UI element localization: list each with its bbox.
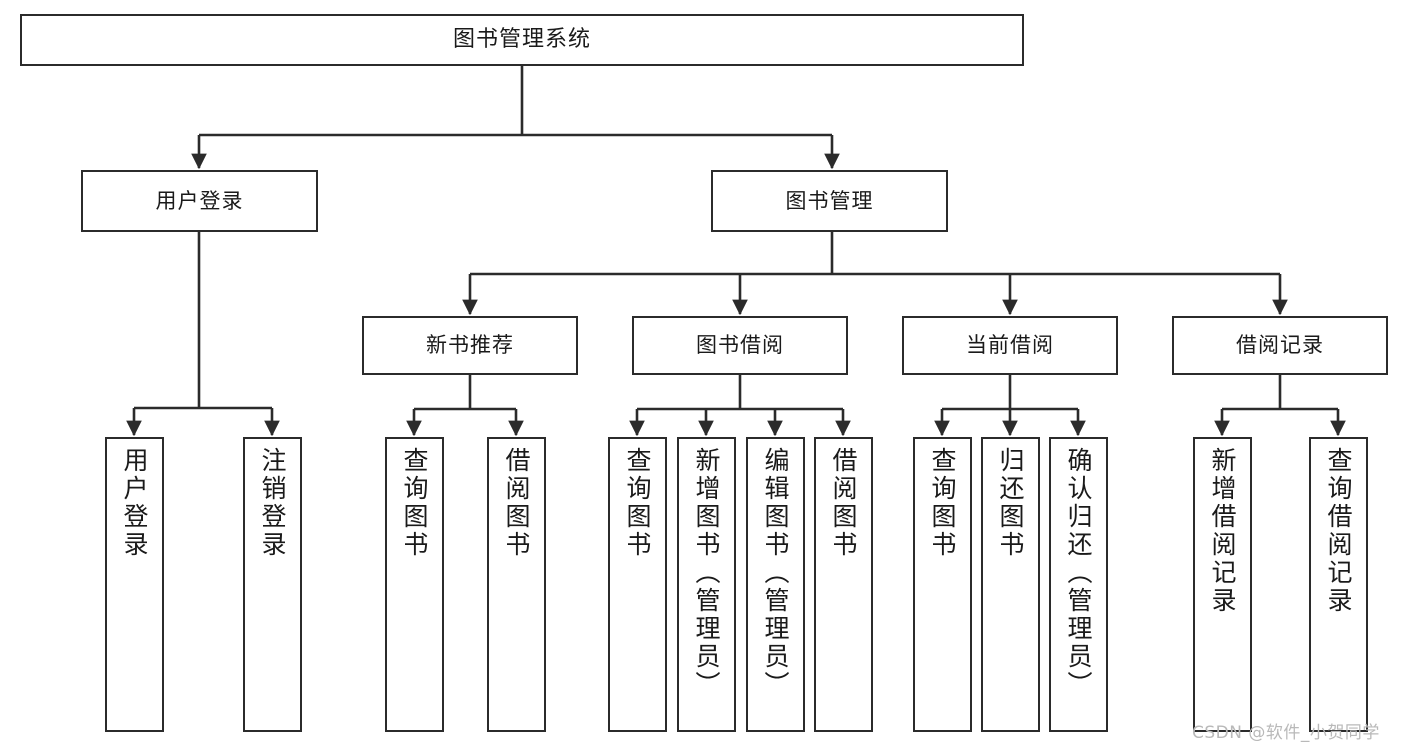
- node-leaf-query-book-3-label: 查询图书: [928, 447, 957, 559]
- node-leaf-return-book[interactable]: 归还图书: [981, 437, 1040, 732]
- node-leaf-add-record[interactable]: 新增借阅记录: [1193, 437, 1252, 732]
- watermark-text: CSDN @软件_小贺同学: [1192, 723, 1380, 743]
- node-leaf-user-login[interactable]: 用户登录: [105, 437, 164, 732]
- node-current-borrow-label: 当前借阅: [966, 333, 1054, 357]
- node-leaf-borrow-book-2-label: 借阅图书: [829, 447, 858, 559]
- node-leaf-query-book-1[interactable]: 查询图书: [385, 437, 444, 732]
- node-leaf-user-login-label: 用户登录: [120, 447, 149, 559]
- node-leaf-borrow-book-1[interactable]: 借阅图书: [487, 437, 546, 732]
- node-leaf-query-record[interactable]: 查询借阅记录: [1309, 437, 1368, 732]
- node-leaf-user-logout[interactable]: 注销登录: [243, 437, 302, 732]
- node-current-borrow[interactable]: 当前借阅: [902, 316, 1118, 375]
- node-new-book-recommend-label: 新书推荐: [426, 333, 514, 357]
- node-leaf-query-book-2[interactable]: 查询图书: [608, 437, 667, 732]
- node-book-borrow[interactable]: 图书借阅: [632, 316, 848, 375]
- node-user-login-label: 用户登录: [155, 188, 244, 213]
- node-leaf-query-book-1-label: 查询图书: [400, 447, 429, 559]
- node-leaf-borrow-book-2[interactable]: 借阅图书: [814, 437, 873, 732]
- node-leaf-query-record-label: 查询借阅记录: [1324, 447, 1353, 615]
- node-user-login[interactable]: 用户登录: [81, 170, 318, 232]
- node-leaf-user-logout-label: 注销登录: [258, 447, 287, 559]
- node-leaf-add-book-label: 新增图书（管理员）: [692, 447, 721, 699]
- node-leaf-return-book-label: 归还图书: [996, 447, 1025, 559]
- node-leaf-edit-book[interactable]: 编辑图书（管理员）: [746, 437, 805, 732]
- node-leaf-add-book[interactable]: 新增图书（管理员）: [677, 437, 736, 732]
- node-borrow-record[interactable]: 借阅记录: [1172, 316, 1388, 375]
- node-leaf-query-book-2-label: 查询图书: [623, 447, 652, 559]
- node-leaf-add-record-label: 新增借阅记录: [1208, 447, 1237, 615]
- node-leaf-confirm-return[interactable]: 确认归还（管理员）: [1049, 437, 1108, 732]
- node-root-label: 图书管理系统: [452, 27, 591, 52]
- node-book-borrow-label: 图书借阅: [696, 333, 784, 357]
- node-root[interactable]: 图书管理系统: [20, 14, 1024, 66]
- node-borrow-record-label: 借阅记录: [1236, 333, 1324, 357]
- node-book-manage-label: 图书管理: [785, 188, 874, 213]
- node-leaf-borrow-book-1-label: 借阅图书: [502, 447, 531, 559]
- node-new-book-recommend[interactable]: 新书推荐: [362, 316, 578, 375]
- node-leaf-query-book-3[interactable]: 查询图书: [913, 437, 972, 732]
- node-leaf-edit-book-label: 编辑图书（管理员）: [761, 447, 790, 699]
- node-book-manage[interactable]: 图书管理: [711, 170, 948, 232]
- node-leaf-confirm-return-label: 确认归还（管理员）: [1064, 447, 1093, 699]
